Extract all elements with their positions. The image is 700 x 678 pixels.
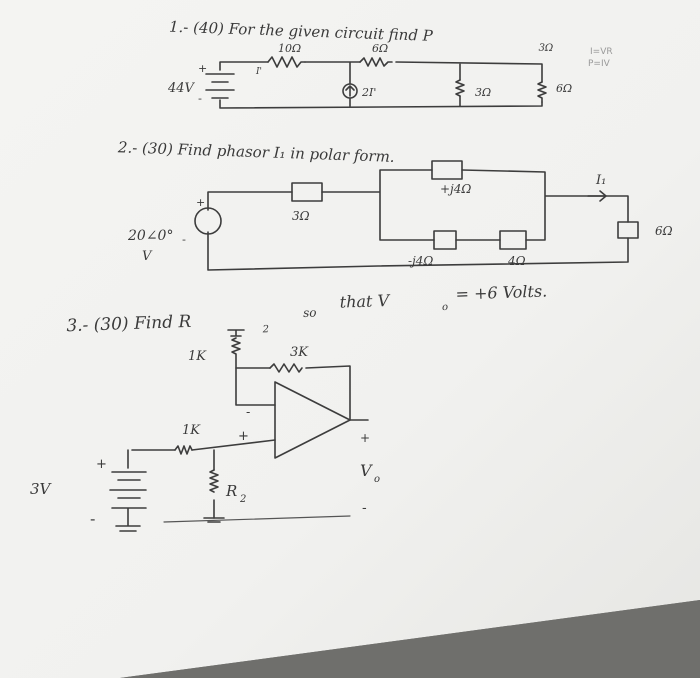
- problem-3-heading-end: = +6 Volts.: [455, 281, 547, 303]
- current-arrow: [587, 190, 607, 202]
- resistor-3ohm: [455, 79, 465, 97]
- resistor-1k-input-label: 1K: [182, 423, 201, 438]
- source-minus: -: [198, 92, 202, 105]
- problem-3-heading-left: 3.- (30) Find R: [66, 312, 192, 336]
- ac-source-unit: V: [142, 249, 153, 264]
- inductor-box: [431, 160, 463, 180]
- problem-3-heading-mid: so: [303, 305, 317, 319]
- resistor-4ohm-label: 4Ω: [507, 254, 526, 268]
- resistor-r2-sub: 2: [239, 494, 246, 505]
- op-amp: [274, 381, 351, 459]
- resistor-4ohm-box: [499, 230, 527, 250]
- resistor-10ohm-label: 10Ω: [278, 42, 301, 55]
- resistor-1k-feedback-label: 1K: [188, 349, 207, 364]
- resistor-3k: [269, 363, 303, 373]
- capacitor-label: -j4Ω: [408, 254, 433, 268]
- output-ground-line: [163, 515, 351, 523]
- circuit-3-wires: [127, 365, 369, 519]
- table-surface: [120, 600, 700, 678]
- resistor-3ohm-box: [291, 182, 323, 202]
- source-voltage-label: 44V: [167, 81, 196, 96]
- output-plus: +: [360, 431, 370, 445]
- problem-3: 3.- (30) Find R 2 so that V o = +6 Volts…: [66, 281, 547, 336]
- problem-3-heading-right: that V: [339, 291, 390, 312]
- circuit-2-wires: [207, 169, 629, 271]
- ac-source-plus: +: [196, 196, 205, 209]
- circuit-1: 44V + - 10Ω I' 6Ω 2I' 3Ω 6Ω: [167, 42, 572, 109]
- ac-source-value: 20∠0°: [127, 228, 173, 244]
- resistor-3ohm-label: 3Ω: [292, 209, 310, 223]
- resistor-6ohm-right: [537, 81, 547, 103]
- battery-minus: -: [90, 510, 95, 528]
- corner-note-2: P=IV: [588, 59, 611, 69]
- battery-plus: +: [96, 457, 107, 472]
- resistor-r2: [209, 469, 219, 493]
- circuit-2: + - 20∠0° V 3Ω +j4Ω -j4Ω 4Ω I₁ 6Ω: [127, 160, 673, 271]
- resistor-r2-label: R: [225, 482, 237, 500]
- ac-source: [194, 207, 222, 235]
- dependent-source-label: 2I': [361, 86, 376, 99]
- ground-top: [227, 329, 245, 337]
- output-minus: -: [362, 501, 367, 516]
- ground-r2: [203, 517, 225, 523]
- problem-1-heading-sub: 3Ω: [538, 43, 553, 55]
- resistor-6ohm-top: [359, 57, 393, 67]
- capacitor-box: [433, 230, 457, 250]
- op-amp-plus: +: [238, 429, 249, 444]
- inductor-label: +j4Ω: [440, 182, 471, 196]
- resistor-3ohm-label: 3Ω: [475, 86, 491, 99]
- corner-note-1: I=VR: [590, 47, 613, 57]
- dependent-source-arrow: [345, 85, 355, 97]
- resistor-6ohm-right-label: 6Ω: [556, 82, 572, 95]
- battery-3v: [109, 471, 147, 532]
- output-label: V: [360, 461, 373, 480]
- battery-label: 3V: [30, 480, 53, 498]
- resistor-3k-label: 3K: [290, 345, 309, 360]
- source-plus: +: [198, 62, 207, 75]
- circuit-1-wires: [219, 61, 543, 109]
- resistor-10ohm: [267, 56, 306, 68]
- op-amp-minus: -: [246, 405, 250, 419]
- problem-3-heading-right-sub: o: [442, 302, 448, 313]
- battery-symbol: [205, 73, 235, 99]
- resistor-6ohm-top-label: 6Ω: [372, 42, 388, 55]
- problem-3-heading-sub: 2: [261, 324, 269, 335]
- output-sub: o: [374, 474, 380, 485]
- dependent-source: [342, 83, 358, 99]
- current-label: I₁: [595, 173, 606, 188]
- resistor-1k-input: [174, 445, 193, 455]
- resistor-6ohm-box: [617, 221, 639, 239]
- current-label: I': [255, 67, 262, 77]
- resistor-1k-feedback: [231, 337, 241, 369]
- resistor-6ohm-label: 6Ω: [655, 224, 673, 238]
- circuit-3: 1K 3K - + 1K R 2 + - 3V + V o -: [30, 329, 380, 532]
- ac-source-minus: -: [182, 233, 186, 246]
